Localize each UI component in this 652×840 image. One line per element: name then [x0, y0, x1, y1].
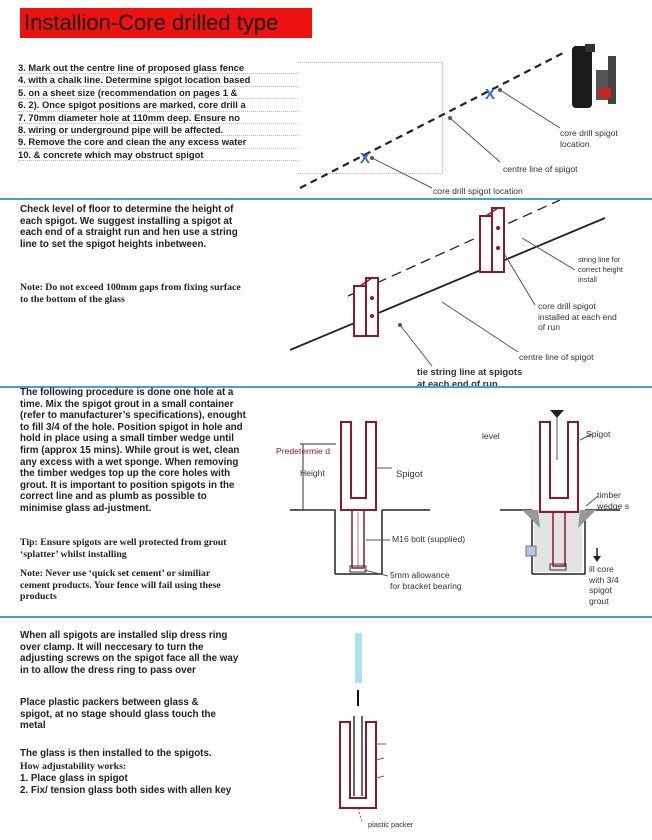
- label-plastic-packer: plastic packer: [368, 820, 414, 829]
- spigot-bottom-icon: [339, 716, 377, 809]
- steps-list: 3. Mark out the centre line of proposed …: [18, 62, 298, 162]
- leader-dot: [448, 116, 452, 120]
- leader-line: [449, 117, 501, 163]
- x-mark: X: [360, 150, 371, 167]
- label-fill-core: ill core with 3/4 spigot grout: [589, 564, 619, 606]
- leader-line: [499, 89, 561, 129]
- leader-dot: [370, 156, 374, 160]
- section4-p2: Place plastic packers between glass & sp…: [20, 697, 216, 732]
- step-item: 10. & concrete which may obstruct spigot: [18, 149, 298, 162]
- section3-note: Note: Never use ‘quick set cement’ or si…: [20, 568, 221, 603]
- x-mark: X: [485, 86, 496, 103]
- leader-line: [521, 237, 576, 271]
- label-m16-bolt: M16 bolt (supplied): [392, 534, 466, 544]
- label-core-drill-spigot: core drill spigot installed at each end …: [538, 301, 617, 332]
- section4-li1: 1. Place glass in spigot: [20, 773, 128, 784]
- label-centre-line-2: centre line of spigot: [519, 352, 594, 362]
- dashed-fence-line: [299, 51, 566, 189]
- leader-line: [371, 157, 433, 189]
- section-divider: [0, 198, 652, 200]
- label-height: Height: [300, 468, 325, 478]
- label-centre-line: centre line of spigot: [503, 164, 578, 174]
- label-spigot-left: Spigot: [396, 468, 423, 479]
- label-allowance: 5mm allowance for bracket bearing: [390, 570, 462, 591]
- step-item: 4. with a chalk line. Determine spigot l…: [18, 74, 298, 87]
- centre-dashed-line: [347, 199, 561, 297]
- leader-line: [504, 254, 536, 306]
- section4-how: How adjustability works:: [20, 761, 127, 772]
- label-string-line: string line for correct height install: [578, 255, 623, 284]
- label-level: level: [482, 431, 500, 441]
- spigot-cross-section-right: [500, 410, 620, 575]
- label-spigot-right: Spigot: [586, 429, 611, 439]
- label-tie-string: tie string line at spigots at each end o…: [417, 366, 523, 389]
- label-core-drill-bottom: core drill spigot location: [433, 186, 523, 196]
- label-core-drill-top: core drill spigot location: [560, 128, 618, 149]
- label-predetermined: Predetermie d: [276, 446, 330, 456]
- spigot-cross-section-left: [290, 421, 430, 577]
- string-line: [289, 217, 606, 351]
- section4-li2: 2. Fix/ tension glass both sides with al…: [20, 785, 232, 796]
- section4-p1: When all spigots are installed slip dres…: [20, 630, 239, 676]
- step-item: 5. on a sheet size (recommendation on pa…: [18, 87, 298, 100]
- label-timber-wedges: timber wedge s: [597, 490, 630, 511]
- section2-note: Note: Do not exceed 100mm gaps from fixi…: [20, 282, 241, 305]
- step-item: 9. Remove the core and clean the any exc…: [18, 136, 298, 149]
- section3-text: The following procedure is done one hole…: [20, 387, 246, 514]
- spigot-right-icon: [479, 207, 505, 273]
- leader-line: [399, 324, 433, 367]
- section3-tip: Tip: Ensure spigots are well protected f…: [20, 537, 227, 560]
- leader-dot: [498, 88, 502, 92]
- step-item: 8. wiring or underground pipe will be af…: [18, 124, 298, 137]
- leader-line: [441, 301, 519, 353]
- step-item: 6. 2). Once spigot positions are marked,…: [18, 99, 298, 112]
- step-item: 7. 70mm diameter hole at 110mm deep. Ens…: [18, 112, 298, 124]
- section-divider: [0, 616, 652, 618]
- glass-panel-icon: [355, 633, 362, 683]
- section4-p3: The glass is then installed to the spigo…: [20, 748, 212, 759]
- spigot-left-icon: [353, 277, 379, 337]
- section2-text: Check level of floor to determine the he…: [20, 204, 238, 250]
- core-drill-icon: [572, 44, 616, 108]
- table-frame: [298, 62, 443, 174]
- page-title: Installion-Core drilled type: [20, 8, 312, 38]
- step-item: 3. Mark out the centre line of proposed …: [18, 62, 298, 75]
- section-divider: [0, 386, 652, 388]
